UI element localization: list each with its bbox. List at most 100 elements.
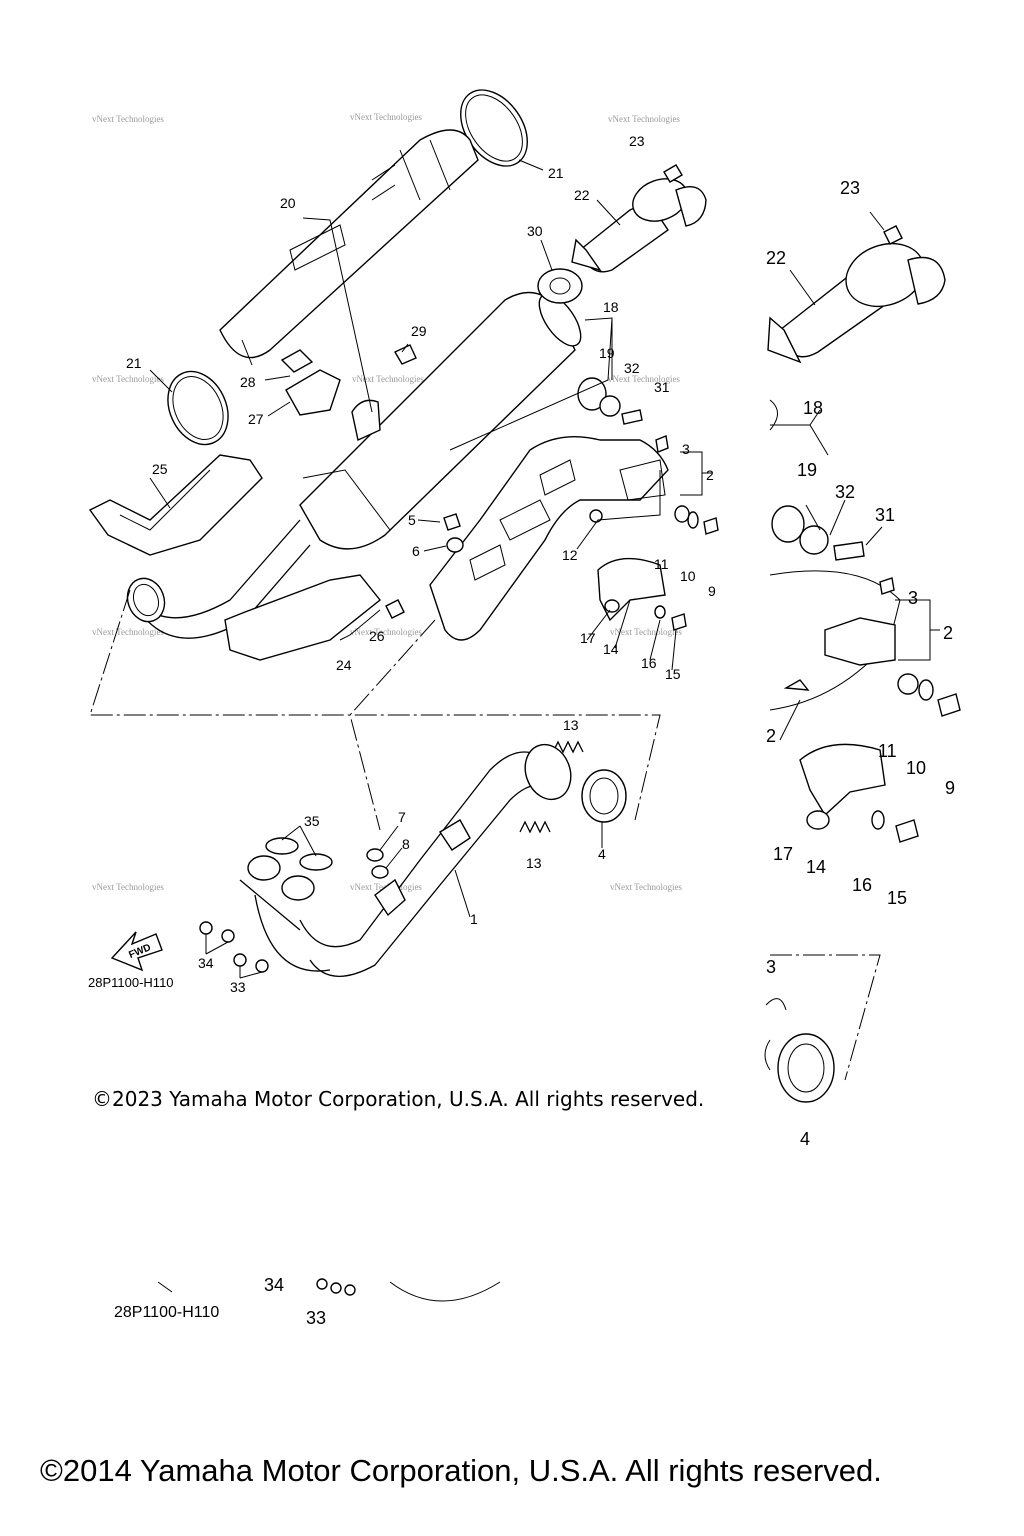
callout-13-bottom: 13: [526, 855, 542, 871]
detail-inset: [764, 211, 961, 1103]
callout-labels: 1 2 3 4 5 6 7 8 9 10 11 12 13 13 14 15 1…: [88, 133, 955, 1328]
washer-10-large: [918, 679, 934, 701]
forward-arrow: FWD: [110, 931, 163, 972]
callout-34: 34: [198, 955, 214, 971]
callout-14: 14: [603, 641, 619, 657]
callout-12: 12: [562, 547, 578, 563]
drawing-code: 28P1100-H110: [88, 975, 174, 990]
callout-21-top: 21: [548, 165, 564, 181]
callout-13-top: 13: [563, 717, 579, 733]
collar-11: [674, 505, 690, 523]
washer-10: [687, 511, 699, 529]
callout-27: 27: [248, 411, 264, 427]
callout-10-large: 10: [906, 758, 926, 778]
callout-32: 32: [624, 360, 640, 376]
callout-15-large: 15: [887, 888, 907, 908]
callout-1: 1: [470, 911, 478, 927]
washer-32: [599, 395, 621, 417]
callout-13-partial-large: 3: [766, 957, 776, 977]
callout-15: 15: [665, 666, 681, 682]
callout-23-large: 23: [840, 178, 860, 198]
callout-16: 16: [641, 655, 657, 671]
watermark: vNext Technologies: [92, 114, 164, 124]
gasket-4: [581, 769, 627, 823]
copyright-2014: ©2014 Yamaha Motor Corporation, U.S.A. A…: [40, 1453, 882, 1488]
watermark: vNext Technologies: [352, 374, 424, 384]
callout-9-large: 9: [945, 778, 955, 798]
callout-2-large: 2: [943, 623, 953, 643]
callout-19-large: 19: [797, 460, 817, 480]
washer-16-large: [871, 810, 885, 830]
callout-16-large: 16: [852, 875, 872, 895]
callout-22-large: 22: [766, 248, 786, 268]
watermark: vNext Technologies: [610, 627, 682, 637]
callout-33: 33: [230, 979, 246, 995]
protector-24: [224, 574, 381, 661]
callout-18: 18: [603, 299, 619, 315]
watermark: vNext Technologies: [610, 882, 682, 892]
bolt-9-large: [937, 693, 961, 717]
bracket-27: [285, 369, 341, 416]
callout-2: 2: [706, 467, 714, 483]
washer-32-large: [799, 525, 829, 555]
callout-12-partial-large: 2: [766, 726, 776, 746]
callout-30: 30: [527, 223, 543, 239]
callout-31-large: 31: [875, 505, 895, 525]
callout-17-large: 17: [773, 844, 793, 864]
callout-5: 5: [408, 512, 416, 528]
gasket-4-large: [777, 1033, 835, 1103]
callout-35: 35: [304, 813, 320, 829]
washer-16: [654, 605, 666, 619]
bolt-31: [621, 409, 643, 425]
gasket-30: [537, 268, 583, 304]
watermark: vNext Technologies: [92, 627, 164, 637]
nut-34-b: [221, 929, 235, 943]
callout-18-large: 18: [803, 398, 823, 418]
bolt-31-large: [833, 541, 865, 561]
bolt-5: [443, 513, 461, 531]
callout-33-large: 33: [306, 1308, 326, 1328]
band-clamp-21-left: [167, 370, 229, 446]
protector-25: [88, 454, 263, 556]
bolt-15-large: [895, 819, 919, 843]
copyright-2023: ©2023 Yamaha Motor Corporation, U.S.A. A…: [92, 1087, 705, 1111]
washer-17-large: [806, 810, 830, 830]
bolt-23-small: [663, 164, 683, 183]
damper-19-large: [771, 505, 805, 543]
callout-6: 6: [412, 543, 420, 559]
callout-3: 3: [682, 441, 690, 457]
flange-right: [281, 875, 315, 901]
watermark: vNext Technologies: [350, 627, 422, 637]
callout-20: 20: [280, 195, 296, 211]
parts-drawing: FWD: [88, 89, 961, 1302]
washer-17: [604, 599, 620, 613]
callout-19: 19: [599, 345, 615, 361]
spring-13-top: [552, 740, 584, 754]
silencer-body: [299, 291, 576, 550]
callout-11: 11: [654, 556, 669, 572]
callout-26: 26: [369, 628, 385, 644]
callout-11-large: 11: [878, 741, 897, 761]
flange-left: [247, 855, 281, 881]
bolt-9: [703, 517, 719, 535]
bracket-3: [655, 435, 669, 453]
callout-14-large: 14: [806, 857, 826, 877]
washer-6: [446, 537, 464, 553]
callout-10: 10: [680, 568, 696, 584]
callout-24: 24: [336, 657, 352, 673]
gasket-7: [366, 848, 384, 862]
collar-11-large: [897, 673, 919, 695]
spring-13-bottom: [519, 820, 551, 834]
callout-4-large: 4: [800, 1129, 810, 1149]
watermark: vNext Technologies: [350, 112, 422, 122]
protector-2: [429, 435, 669, 641]
watermark: vNext Technologies: [608, 374, 680, 384]
callout-22: 22: [574, 187, 590, 203]
washer-8: [371, 865, 389, 879]
callout-32-large: 32: [835, 482, 855, 502]
callout-17: 17: [580, 630, 596, 646]
callout-25: 25: [152, 461, 168, 477]
damper-19: [577, 377, 607, 411]
callout-4: 4: [598, 846, 606, 862]
